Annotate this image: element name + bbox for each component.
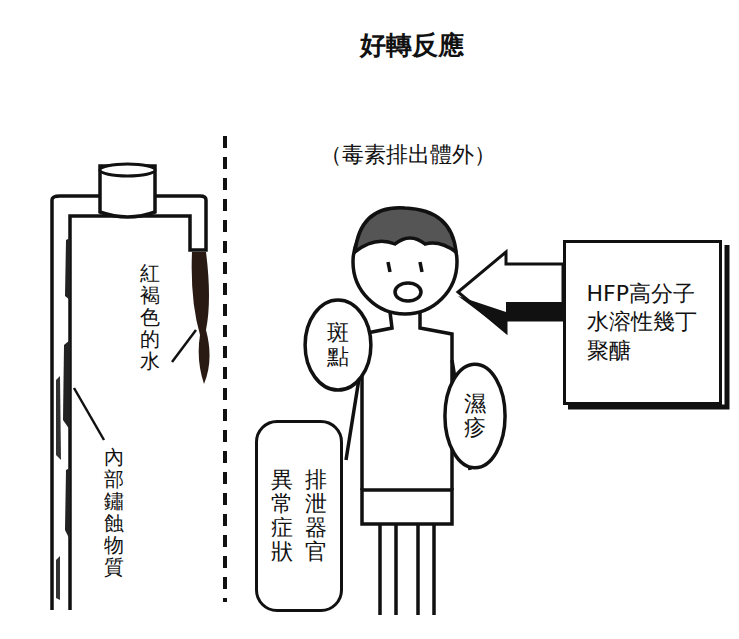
node-text: HFP高分子水溶性幾丁聚醣 xyxy=(587,280,699,366)
title: 好轉反應 xyxy=(360,30,464,61)
node-text: 斑點 xyxy=(327,321,349,369)
symptom-box: 排泄器官異常症狀 xyxy=(255,420,343,612)
faucet-top xyxy=(100,164,155,176)
symptom-oval: 斑點 xyxy=(303,298,373,392)
product-box: HFP高分子水溶性幾丁聚醣 xyxy=(563,240,722,405)
pointing-arrow xyxy=(458,252,563,332)
water-label: 紅褐色的水 xyxy=(140,262,160,372)
note-text: （毒素排出體外） xyxy=(320,142,496,168)
red-brown-water xyxy=(192,252,210,384)
node-text: 濕疹 xyxy=(464,392,486,440)
divider-line xyxy=(223,136,227,602)
node-content: 排泄器官異常症狀 xyxy=(271,468,327,565)
node-content: 濕疹 xyxy=(464,392,486,440)
rust-spot xyxy=(56,376,61,460)
node-content: HFP高分子水溶性幾丁聚醣 xyxy=(587,280,699,366)
leader-line xyxy=(74,388,104,440)
rust-label: 內部鏽蝕物質 xyxy=(104,446,124,578)
pipe xyxy=(52,196,206,610)
leader-line xyxy=(172,330,196,362)
symptom-oval: 濕疹 xyxy=(443,362,507,470)
node-content: 斑點 xyxy=(327,321,349,369)
rust-spot xyxy=(56,556,60,600)
node-text: 排泄器官 xyxy=(305,468,327,565)
rust-spot xyxy=(65,468,70,540)
rust-spot xyxy=(65,238,70,300)
node-text: 異常症狀 xyxy=(271,468,293,565)
rust-spot xyxy=(63,340,70,430)
